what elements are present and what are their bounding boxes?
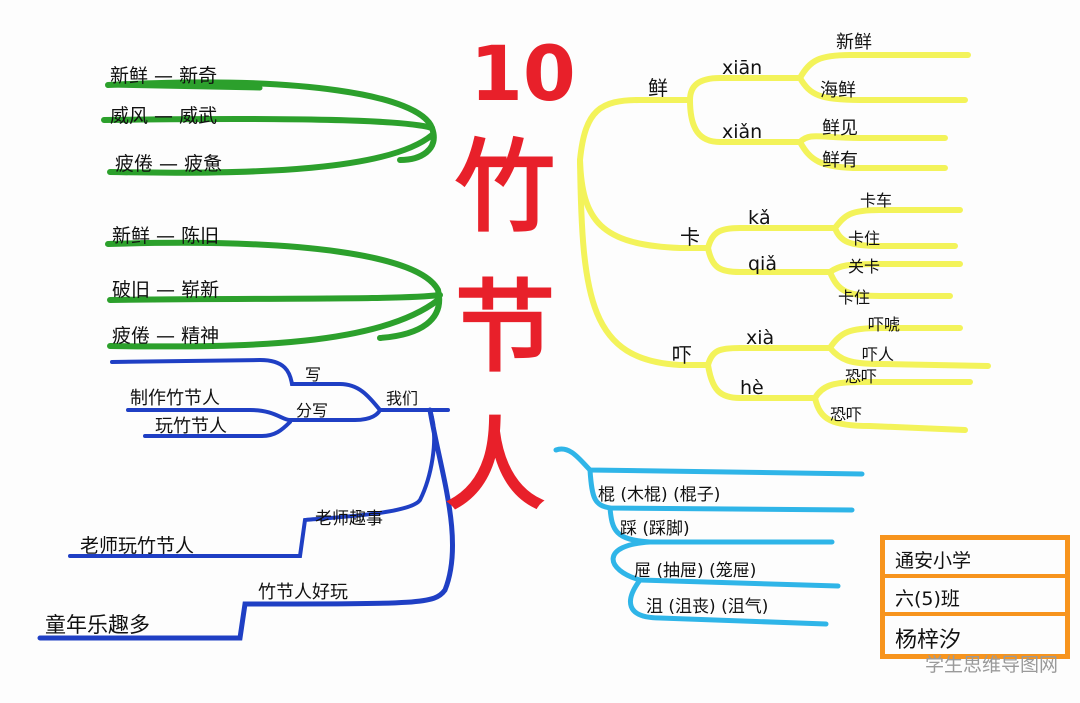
yellow-reading-xia-2: hè: [740, 377, 764, 399]
info-school: 通安小学: [885, 540, 1065, 578]
yellow-word-xian-2: 海鲜: [820, 80, 856, 101]
green-branch-antonyms: [105, 239, 443, 350]
green-word-2: 威风 — 威武: [110, 105, 217, 127]
info-name: 杨梓汐: [895, 628, 962, 653]
yellow-word-xia-4: 恐吓: [830, 405, 862, 424]
yellow-word-ka-3: 关卡: [848, 257, 880, 276]
blue-label-play: 玩竹节人: [155, 416, 227, 437]
yellow-reading-ka-2: qiǎ: [748, 253, 777, 275]
yellow-word-xia-2: 吓人: [862, 345, 894, 364]
green-word-5: 破旧 — 崭新: [112, 279, 219, 301]
blue-branch: [37, 357, 456, 641]
yellow-reading-xian-1: xiān: [722, 57, 762, 79]
yellow-word-xian-1: 新鲜: [836, 32, 872, 53]
blue-branch-labels: 玩竹节人 写 制作竹节人 玩竹节人 分写 我们 老师趣事 老师玩竹节人 竹节人好…: [45, 365, 418, 637]
title-char-1: 竹: [455, 129, 555, 246]
yellow-branch-labels: 鲜 xiān xiǎn 新鲜 海鲜 鲜见 鲜有 卡 kǎ qiǎ 卡车 卡住 关…: [648, 32, 900, 424]
cyan-branch: [553, 446, 865, 627]
yellow-char-xia: 吓: [672, 343, 692, 367]
blue-label-divide: 分写: [296, 401, 328, 420]
green-word-3: 疲倦 — 疲惫: [115, 153, 222, 175]
title-char-3: 人: [445, 407, 545, 524]
cyan-word-2: 踩 (踩脚): [620, 519, 690, 539]
info-box: 通安小学 六(5)班 杨梓汐: [880, 535, 1070, 659]
yellow-branch: [577, 52, 991, 433]
green-group-1-labels: 新鲜 — 新奇 威风 — 威武 疲倦 — 疲惫: [110, 65, 222, 175]
green-word-4: 新鲜 — 陈旧: [112, 225, 219, 247]
blue-label-teacher-play: 老师玩竹节人: [80, 535, 194, 557]
yellow-word-ka-4: 卡住: [838, 288, 870, 307]
title-char-2: 节: [455, 269, 555, 386]
cyan-word-1: 棍 (木棍) (棍子): [598, 485, 720, 505]
yellow-reading-xian-2: xiǎn: [722, 121, 762, 143]
yellow-word-ka-2: 卡住: [848, 229, 880, 248]
title-number: 10: [470, 29, 576, 118]
yellow-word-xia-1: 吓唬: [868, 315, 900, 334]
yellow-word-ka-1: 卡车: [860, 191, 892, 210]
green-word-1: 新鲜 — 新奇: [110, 65, 217, 87]
info-class: 六(5)班: [885, 578, 1065, 616]
cyan-word-4: 沮 (沮丧) (沮气): [646, 597, 768, 617]
blue-label-fun: 竹节人好玩: [258, 582, 348, 603]
blue-label-write: 写: [305, 365, 321, 384]
watermark: 学生思维导图网: [924, 654, 1058, 676]
cyan-branch-labels: 棍 (木棍) (棍子) 踩 (踩脚) 屉 (抽屉) (笼屉) 沮 (沮丧) (沮…: [598, 485, 768, 617]
yellow-reading-xia-1: xià: [746, 327, 774, 349]
yellow-char-ka: 卡: [680, 225, 700, 249]
cyan-word-3: 屉 (抽屉) (笼屉): [634, 561, 756, 581]
green-word-6: 疲倦 — 精神: [112, 325, 219, 347]
yellow-word-xia-3: 恐吓: [845, 367, 877, 386]
green-group-2-labels: 新鲜 — 陈旧 破旧 — 崭新 疲倦 — 精神: [112, 225, 219, 347]
yellow-reading-ka-1: kǎ: [748, 207, 771, 229]
yellow-word-xian-3: 鲜见: [822, 118, 858, 139]
yellow-char-xian: 鲜: [648, 76, 668, 100]
blue-label-make: 制作竹节人: [130, 388, 220, 409]
title-group: 10 竹 节 人: [445, 29, 576, 524]
blue-label-hub: 我们: [386, 389, 418, 408]
blue-label-teacher-story: 老师趣事: [315, 509, 383, 529]
green-branch-synonyms: [101, 79, 437, 176]
yellow-word-xian-4: 鲜有: [822, 150, 858, 171]
blue-label-childhood: 童年乐趣多: [45, 613, 150, 637]
